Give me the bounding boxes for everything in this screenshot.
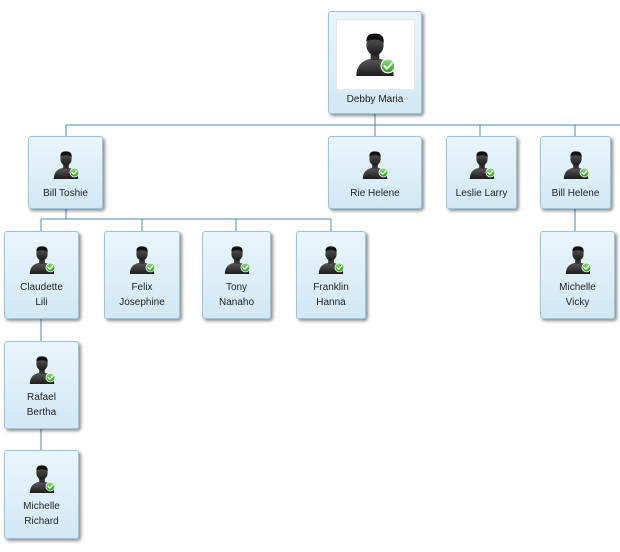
user-avatar-check-icon xyxy=(129,245,156,274)
name-line-second: Vicky xyxy=(565,297,590,308)
node-name: Rie Helene xyxy=(350,188,400,199)
node-name: Franklin Hanna xyxy=(297,280,365,310)
name-line-first: Michelle xyxy=(559,282,596,293)
node-name: Michelle Vicky xyxy=(541,280,614,310)
org-node-bill-helene[interactable]: Bill Helene xyxy=(540,136,611,209)
node-name: Tony Nanaho xyxy=(203,280,270,310)
user-avatar-check-icon xyxy=(28,245,56,274)
node-name: Debby Maria xyxy=(346,94,404,105)
org-node-rie-helene[interactable]: Rie Helene xyxy=(328,136,422,209)
org-node-rafael-bertha[interactable]: Rafael Bertha xyxy=(4,341,79,429)
user-avatar-check-icon xyxy=(564,245,592,274)
node-name: Bill Helene xyxy=(551,188,600,199)
name-line-second: Lili xyxy=(35,297,48,308)
name-line-first: Franklin xyxy=(313,282,349,293)
org-node-tony-nanaho[interactable]: Tony Nanaho xyxy=(202,231,271,319)
user-avatar-check-icon xyxy=(28,464,56,493)
node-name: Michelle Richard xyxy=(5,499,78,529)
user-avatar-check-icon xyxy=(318,245,345,274)
name-line-first: Felix xyxy=(131,282,153,293)
node-name: Felix Josephine xyxy=(105,280,179,310)
name-line-first: Tony xyxy=(225,282,248,293)
node-name: Claudette Lili xyxy=(5,280,78,310)
org-node-debby-maria[interactable]: Debby Maria xyxy=(328,11,422,114)
org-node-leslie-larry[interactable]: Leslie Larry xyxy=(446,136,517,209)
node-name: Bill Toshie xyxy=(43,188,88,199)
name-line-second: Josephine xyxy=(119,297,165,308)
user-avatar-check-icon xyxy=(362,150,389,179)
name-line-second: Bertha xyxy=(26,407,57,418)
user-avatar-check-icon xyxy=(468,150,496,179)
user-avatar-check-icon xyxy=(223,245,251,274)
org-node-michelle-richard[interactable]: Michelle Richard xyxy=(4,450,79,539)
user-avatar-check-icon xyxy=(562,150,590,179)
name-line-second: Richard xyxy=(24,516,59,527)
org-node-claudette-lili[interactable]: Claudette Lili xyxy=(4,231,79,319)
name-line-second: Hanna xyxy=(316,297,346,308)
name-line-first: Rafael xyxy=(27,392,56,403)
name-line-second: Nanaho xyxy=(218,297,255,308)
user-avatar-check-icon xyxy=(28,355,56,384)
name-line-first: Claudette xyxy=(20,282,63,293)
user-avatar-check-icon xyxy=(355,32,397,76)
org-node-franklin-hanna[interactable]: Franklin Hanna xyxy=(296,231,366,319)
node-name: Rafael Bertha xyxy=(5,390,78,420)
org-node-bill-toshie[interactable]: Bill Toshie xyxy=(28,136,103,209)
user-avatar-check-icon xyxy=(52,150,80,179)
org-node-felix-josephine[interactable]: Felix Josephine xyxy=(104,231,180,319)
org-node-michelle-vicky[interactable]: Michelle Vicky xyxy=(540,231,615,319)
node-name: Leslie Larry xyxy=(455,188,508,199)
name-line-first: Michelle xyxy=(23,501,60,512)
